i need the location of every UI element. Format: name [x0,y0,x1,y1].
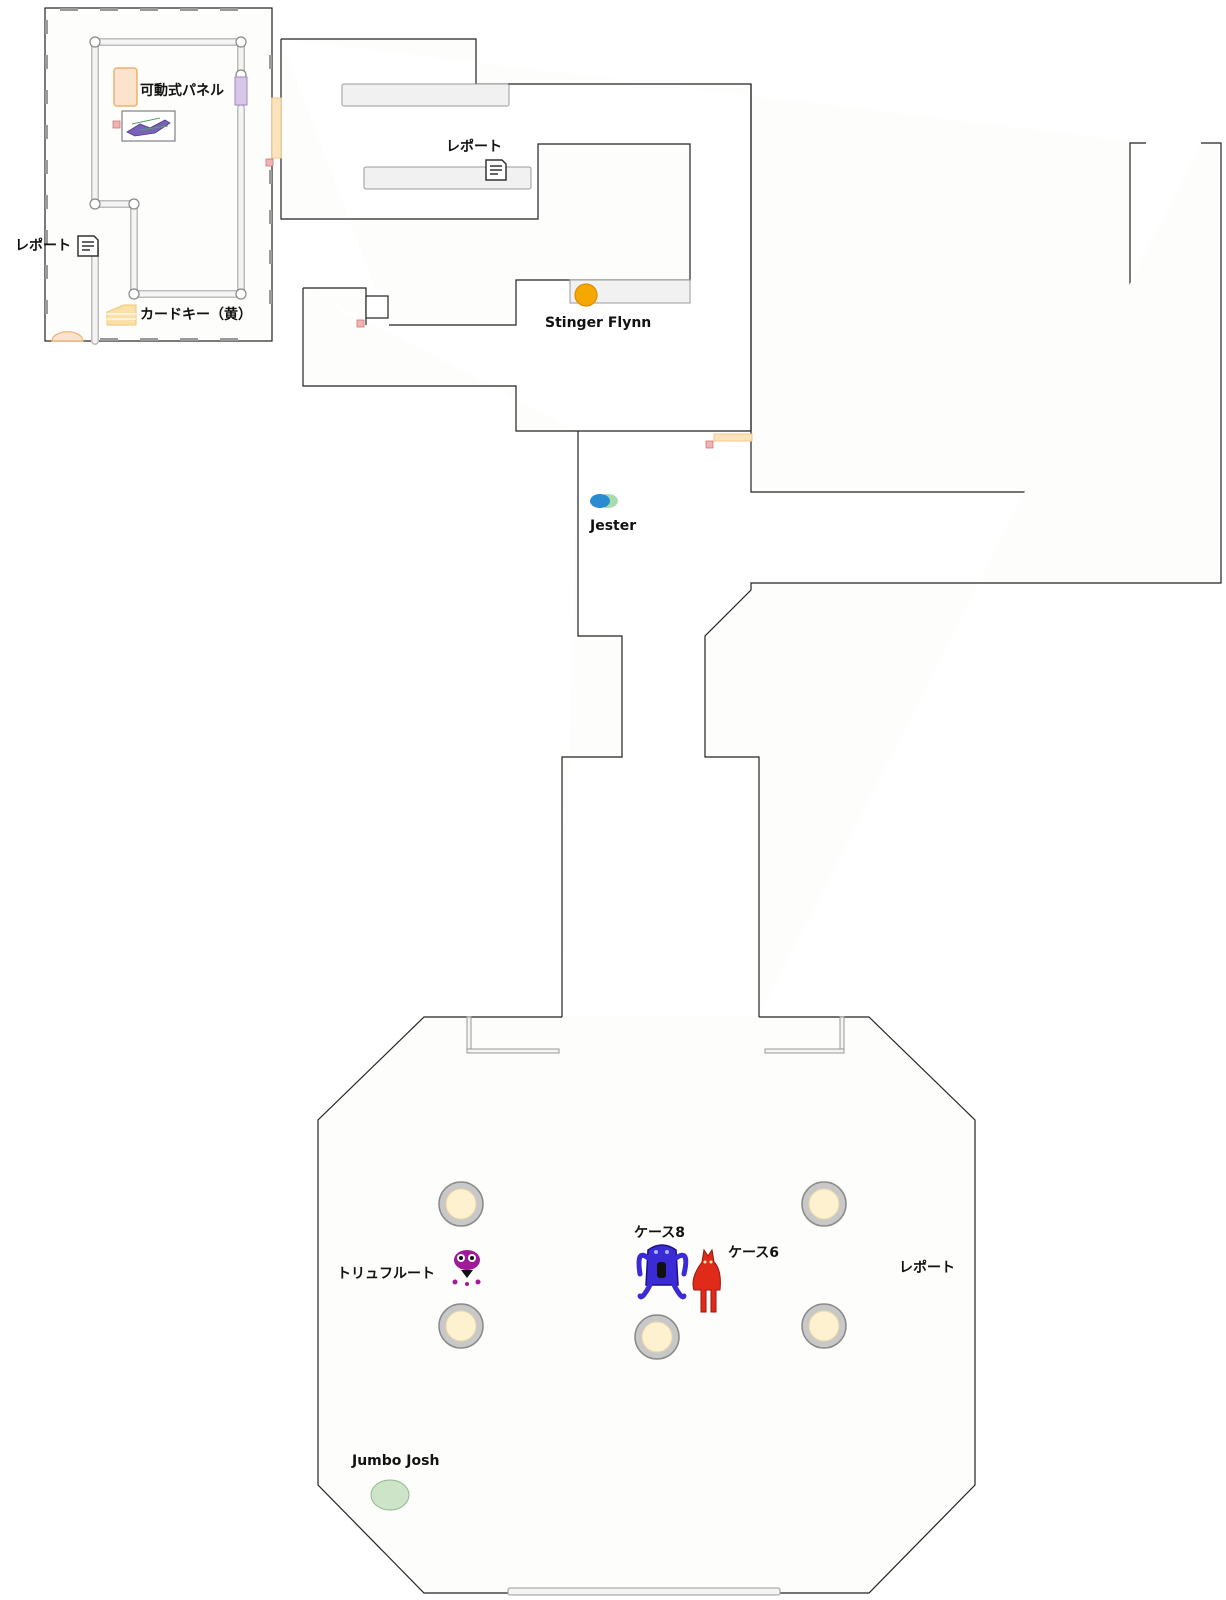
passage [271,97,282,159]
label-report-arena: レポート [899,1260,955,1276]
label-report-inset: レポート [15,238,71,254]
truffleroot-creature [452,1250,481,1286]
arena [317,1016,976,1594]
case6-creature [692,1248,721,1313]
stinger-flynn-marker [574,283,598,307]
label-truffleroot: トリュフルート [337,1266,435,1282]
movable-panel-rail [234,76,248,106]
label-movable-panel: 可動式パネル [140,83,224,99]
pipe [341,83,510,107]
case8-creature [636,1244,689,1300]
label-case8: ケース8 [634,1225,686,1241]
label-jester: Jester [590,518,637,534]
jester-marker [590,494,618,508]
passage [713,433,753,442]
label-card-key: カードキー（黄） [140,307,252,323]
orange-panel [113,67,138,107]
label-report-upper: レポート [446,139,502,155]
upper-complex [280,38,1222,1017]
label-jumbo-josh: Jumbo Josh [352,1453,440,1469]
pipe [569,279,691,304]
pedestal-icon [438,1181,847,1360]
inset-room [44,7,273,345]
label-stinger-flynn: Stinger Flynn [545,315,652,331]
jumbo-josh-marker [370,1479,410,1511]
card-key-icon [106,304,137,326]
label-case6: ケース6 [728,1245,780,1261]
